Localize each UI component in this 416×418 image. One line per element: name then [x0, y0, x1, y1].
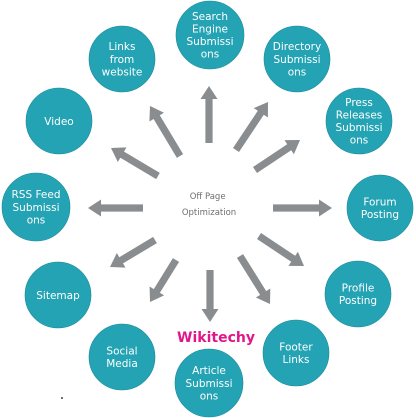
- node-video: Video: [25, 87, 93, 155]
- node-circle-rss-feed-submissions: [1, 172, 71, 242]
- node-circle-video: [25, 87, 93, 155]
- node-label-video: Video: [44, 116, 73, 128]
- node-label-line: website: [102, 66, 143, 78]
- node-circle-profile-posting: [324, 260, 392, 328]
- center-label-line-2: Optimization: [182, 208, 236, 218]
- center-label-line-1: Off Page: [190, 192, 226, 202]
- node-label-line: Releases: [336, 110, 383, 122]
- node-label-line: from: [110, 54, 134, 66]
- arrow-to-press-releases-submissions: [253, 140, 300, 173]
- arrow-to-forum-posting: [273, 199, 332, 217]
- arrow-to-article-submissions: [201, 270, 219, 322]
- node-label-line: ons: [200, 390, 219, 402]
- node-label-line: Links: [283, 354, 310, 366]
- node-label-line: Submissi: [274, 54, 321, 66]
- node-label-line: ons: [288, 66, 307, 78]
- arrow-to-video: [111, 147, 160, 180]
- arrow-to-social-media: [149, 258, 180, 302]
- arrow-to-profile-posting: [257, 233, 304, 266]
- brand-label: Wikitechy: [177, 330, 255, 346]
- arrow-to-rss-feed-submissions: [88, 199, 143, 217]
- node-circle-press-releases-submissions: [325, 87, 393, 155]
- node-circle-sitemap: [24, 261, 92, 329]
- node-label-line: Video: [44, 116, 73, 128]
- arrow-to-footer-links: [236, 254, 271, 304]
- node-label-line: ons: [350, 135, 369, 147]
- node-label-line: Media: [106, 358, 138, 370]
- arrow-to-search-engine-submissions: [200, 86, 218, 143]
- arrow-to-links-from-website: [149, 106, 184, 158]
- node-circle-forum-posting: [346, 174, 414, 242]
- node-label-line: Sitemap: [36, 290, 80, 302]
- node-sitemap: Sitemap: [24, 261, 92, 329]
- decorative-dot: [61, 397, 63, 399]
- node-label-line: ons: [27, 214, 46, 226]
- node-label-line: Submissi: [336, 122, 383, 134]
- node-circle-article-submissions: [174, 348, 244, 418]
- node-label-line: Posting: [339, 295, 377, 307]
- node-label-line: Search: [192, 11, 228, 23]
- node-label-line: Footer: [279, 342, 313, 354]
- node-circle-directory-submissions: [263, 25, 331, 93]
- node-label-line: Social: [106, 346, 137, 358]
- arrows-group: [88, 86, 332, 322]
- node-label-line: Links: [109, 41, 136, 53]
- node-circle-search-engine-submissions: [175, 0, 245, 70]
- node-circle-footer-links: [262, 319, 330, 387]
- arrow-to-directory-submissions: [233, 102, 268, 152]
- node-label-line: Posting: [361, 209, 399, 221]
- center-label: Off Page Optimization: [182, 192, 236, 218]
- node-label-line: Engine: [192, 24, 228, 36]
- node-label-line: Submissi: [187, 36, 234, 48]
- node-circle-links-from-website: [88, 25, 156, 93]
- node-label-line: Submissi: [186, 378, 233, 390]
- node-label-line: Directory: [273, 41, 321, 53]
- node-label-line: Article: [192, 365, 226, 377]
- node-label-line: Forum: [363, 197, 396, 209]
- node-label-line: RSS Feed: [11, 189, 60, 201]
- node-label-line: ons: [201, 49, 220, 61]
- node-label-line: Submissi: [13, 202, 60, 214]
- node-circle-social-media: [88, 323, 156, 391]
- node-label-sitemap: Sitemap: [36, 290, 80, 302]
- node-label-line: Press: [345, 97, 373, 109]
- node-label-line: Profile: [342, 283, 375, 295]
- arrow-to-sitemap: [110, 236, 157, 268]
